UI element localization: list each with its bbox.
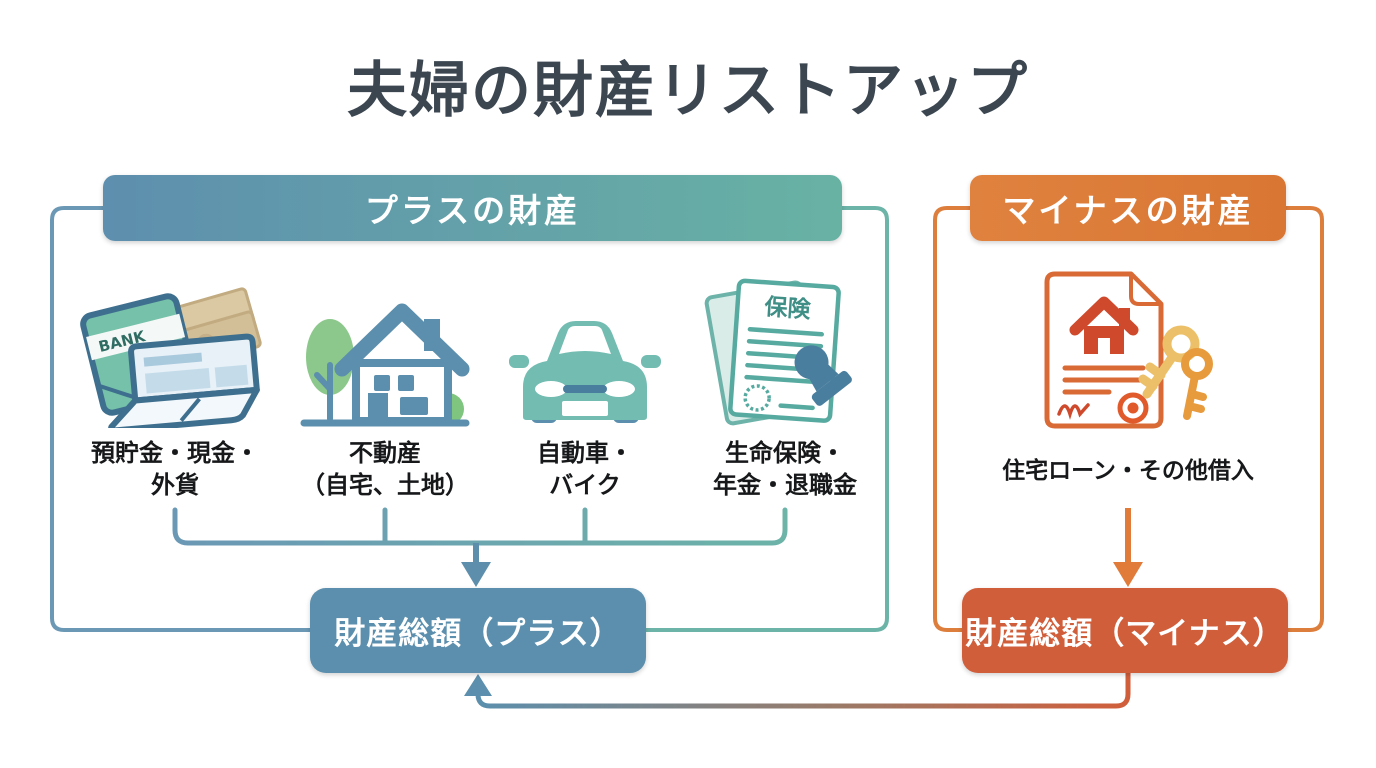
bankbook-cash-laptop-icon: BANK	[78, 283, 268, 434]
minus-total-arrowhead-icon	[1113, 562, 1143, 587]
keys-icon	[1138, 325, 1213, 420]
hanko-stamp-icon	[794, 345, 852, 406]
plus-item-label-insurance: 生命保険・ 年金・退職金	[713, 439, 857, 499]
insurance-documents-icon: 保険	[698, 278, 872, 430]
plus-container-outline-right	[644, 206, 889, 632]
minus-total-box: 財産総額（マイナス）	[962, 588, 1288, 673]
insurance-doc-title: 保険	[763, 293, 813, 323]
plus-items-bus-line	[172, 507, 788, 546]
minus-section-header: マイナスの財産	[970, 175, 1286, 241]
plus-section-header: プラスの財産	[103, 175, 842, 241]
plus-item-label-vehicles: 自動車・ バイク	[537, 439, 633, 499]
car-icon	[505, 297, 665, 425]
minus-to-plus-return-line	[475, 673, 1131, 709]
page-title: 夫婦の財産リストアップ	[347, 56, 1029, 126]
plus-total-arrowhead-icon	[461, 562, 491, 587]
minus-container-outline-right	[1286, 206, 1324, 632]
minus-container-outline-left	[933, 206, 970, 632]
plus-item-label-deposits: 預貯金・現金・ 外貨	[91, 439, 259, 499]
minus-item-label-loans: 住宅ローン・その他借入	[1002, 458, 1254, 484]
plus-total-box: 財産総額（プラス）	[310, 588, 646, 673]
mortgage-contract-keys-icon	[1035, 268, 1221, 433]
plus-item-label-real-estate: 不動産 （自宅、土地）	[301, 439, 469, 499]
plus-container-outline-left	[50, 206, 312, 632]
house-icon	[298, 285, 472, 427]
return-arrowhead-icon	[464, 674, 492, 696]
